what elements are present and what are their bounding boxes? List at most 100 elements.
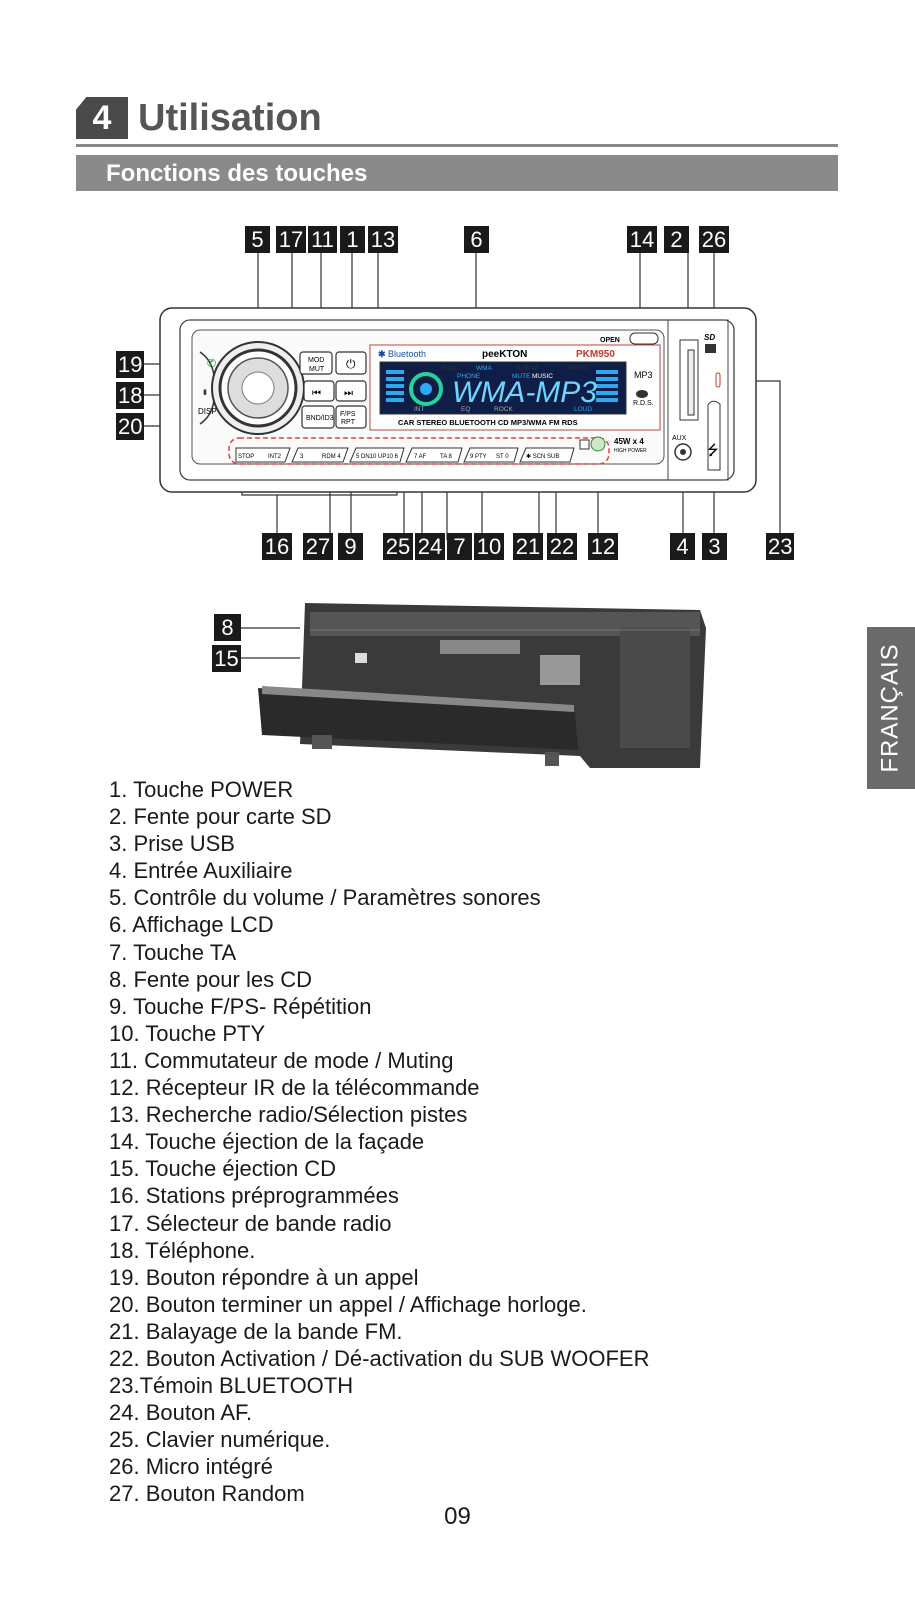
callout-9: 9 xyxy=(338,533,363,560)
legend-item: 19. Bouton répondre à un appel xyxy=(109,1264,419,1290)
legend-item: 13. Recherche radio/Sélection pistes xyxy=(109,1102,468,1128)
callout-23: 23 xyxy=(766,533,794,560)
svg-text:EQ: EQ xyxy=(461,406,470,413)
legend-item: 16. Stations préprogrammées xyxy=(109,1183,399,1209)
callout-20: 20 xyxy=(116,413,144,440)
callout-5: 5 xyxy=(245,226,270,253)
callout-19: 19 xyxy=(116,351,144,378)
callout-18: 18 xyxy=(116,382,144,409)
cd-compartment-illustration xyxy=(258,603,706,768)
rds-badge: R.D.S. xyxy=(633,400,654,407)
legend-item: 5. Contrôle du volume / Paramètres sonor… xyxy=(109,885,541,911)
callout-22: 22 xyxy=(547,533,577,560)
svg-text:7 AF: 7 AF xyxy=(414,454,427,460)
svg-text:⏭: ⏭ xyxy=(344,388,353,399)
car-radio-diagram: ✆ DISP ▮ MOD MUT ⏻ ⏮ ⏭ BND/ID3 F/PS RPT … xyxy=(143,253,781,768)
callout-11: 11 xyxy=(308,226,337,253)
power-sublabel: HIGH POWER xyxy=(614,448,647,454)
bluetooth-label: Bluetooth xyxy=(388,349,426,359)
legend-item: 21. Balayage de la bande FM. xyxy=(109,1318,403,1344)
callout-13: 13 xyxy=(368,226,398,253)
legend-item: 27. Bouton Random xyxy=(109,1481,305,1507)
svg-text:INT2: INT2 xyxy=(268,454,282,460)
svg-text:ST 0: ST 0 xyxy=(496,454,509,460)
svg-text:F/PS: F/PS xyxy=(340,411,356,418)
callout-4: 4 xyxy=(670,533,695,560)
legend-item: 23.Témoin BLUETOOTH xyxy=(109,1373,354,1399)
svg-text:TA 8: TA 8 xyxy=(440,454,453,460)
disp-button-label: DISP xyxy=(198,407,217,416)
svg-text:STOP: STOP xyxy=(238,454,254,460)
legend-item: 24. Bouton AF. xyxy=(109,1400,253,1426)
svg-text:⏻: ⏻ xyxy=(346,357,356,371)
callout-27: 27 xyxy=(303,533,333,560)
legend-item: 2. Fente pour carte SD xyxy=(109,804,332,830)
callout-8: 8 xyxy=(214,614,241,641)
svg-text:PHONE: PHONE xyxy=(457,373,481,380)
svg-text:✱: ✱ xyxy=(378,349,386,359)
legend-item: 1. Touche POWER xyxy=(109,777,294,802)
chapter-title: Utilisation xyxy=(138,96,322,139)
legend-item: 17. Sélecteur de bande radio xyxy=(109,1210,392,1236)
legend-item: 12. Récepteur IR de la télécommande xyxy=(109,1075,480,1101)
callout-3: 3 xyxy=(702,533,727,560)
svg-text:3: 3 xyxy=(300,454,304,460)
legend-item: 18. Téléphone. xyxy=(109,1237,256,1263)
callout-14: 14 xyxy=(627,226,657,253)
svg-text:MOD: MOD xyxy=(308,357,324,364)
chapter-heading: 4 Utilisation xyxy=(76,95,322,141)
aux-label: AUX xyxy=(672,435,687,442)
legend-item: 7. Touche TA xyxy=(109,939,237,965)
button-legend: 1. Touche POWER 2. Fente pour carte SD 3… xyxy=(109,776,649,1508)
svg-text:5 DN10 UP10 6: 5 DN10 UP10 6 xyxy=(356,454,399,460)
legend-item: 3. Prise USB xyxy=(109,831,235,857)
legend-item: 8. Fente pour les CD xyxy=(109,966,312,992)
svg-text:MUTE: MUTE xyxy=(512,373,531,380)
page-number: 09 xyxy=(444,1503,471,1530)
svg-text:SUB.W: SUB.W xyxy=(516,365,538,372)
callout-7: 7 xyxy=(447,533,472,560)
heading-rule xyxy=(76,144,838,147)
callout-10: 10 xyxy=(474,533,504,560)
svg-text:MUSIC: MUSIC xyxy=(532,373,553,380)
open-label: OPEN xyxy=(600,337,620,344)
model-label: PKM950 xyxy=(576,349,615,360)
svg-text:⏮: ⏮ xyxy=(312,388,321,399)
svg-text:LOUD: LOUD xyxy=(574,406,592,413)
power-label: 45W x 4 xyxy=(614,437,644,446)
language-tab: FRANÇAIS xyxy=(867,627,915,789)
svg-text:⭍: ⭍ xyxy=(707,442,719,458)
legend-item: 11. Commutateur de mode / Muting xyxy=(109,1047,454,1073)
svg-text:SD: SD xyxy=(704,333,715,342)
legend-item: 22. Bouton Activation / Dé-activation du… xyxy=(109,1345,650,1371)
legend-item: 20. Bouton terminer un appel / Affichage… xyxy=(109,1291,587,1317)
callout-12: 12 xyxy=(588,533,618,560)
legend-item: 14. Touche éjection de la façade xyxy=(109,1129,425,1155)
svg-text:✆: ✆ xyxy=(207,358,216,370)
legend-item: 4. Entrée Auxiliaire xyxy=(109,858,293,884)
svg-text:▮: ▮ xyxy=(203,389,207,396)
legend-item: 25. Clavier numérique. xyxy=(109,1427,331,1453)
legend-item: 15. Touche éjection CD xyxy=(109,1156,337,1182)
callout-15: 15 xyxy=(212,645,241,672)
legend-item: 10. Touche PTY xyxy=(109,1020,266,1046)
legend-item: 9. Touche F/PS- Répétition xyxy=(109,993,372,1019)
section-bar xyxy=(76,155,838,191)
svg-text:INT: INT xyxy=(414,406,425,413)
svg-text:RDM 4: RDM 4 xyxy=(322,454,341,460)
callout-6: 6 xyxy=(464,226,489,253)
legend-item: 26. Micro intégré xyxy=(109,1454,273,1480)
callout-24: 24 xyxy=(415,533,445,560)
mp3-badge: MP3 xyxy=(634,370,653,380)
svg-text:RPT: RPT xyxy=(341,419,356,426)
svg-text:ROCK: ROCK xyxy=(494,406,513,413)
legend-item: 6. Affichage LCD xyxy=(109,912,274,938)
callout-16: 16 xyxy=(262,533,292,560)
device-caption: CAR STEREO BLUETOOTH CD MP3/WMA FM RDS xyxy=(398,418,578,427)
callout-2: 2 xyxy=(664,226,689,253)
svg-text:✱ SCN SUB: ✱ SCN SUB xyxy=(526,453,559,460)
svg-text:WMA: WMA xyxy=(476,365,493,372)
callout-1: 1 xyxy=(340,226,365,253)
svg-text:9 PTY: 9 PTY xyxy=(470,454,487,460)
brand-label: peeKTON xyxy=(482,349,527,360)
